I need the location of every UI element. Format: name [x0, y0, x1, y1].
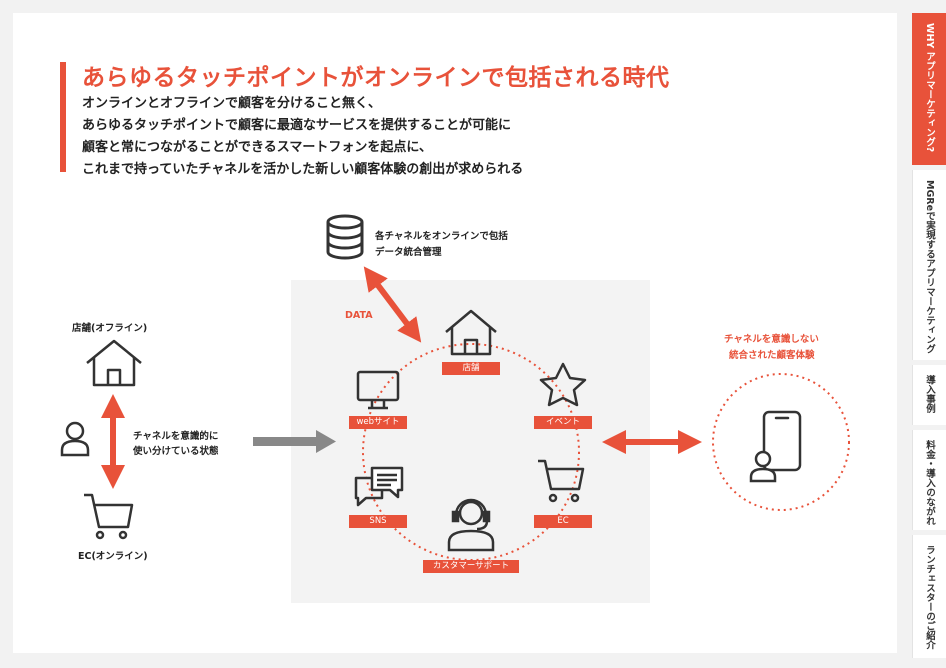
offline-store-label: 店舗(オフライン)	[72, 323, 148, 334]
store-icon	[445, 309, 497, 356]
experience-caption-line-2: 統合された顧客体験	[729, 350, 815, 361]
online-cart-icon	[84, 493, 134, 540]
smartphone-icon	[762, 410, 802, 472]
lead-line-2: あらゆるタッチポイントで顧客に最適なサービスを提供することが可能に	[82, 118, 512, 133]
data-label: DATA	[345, 310, 373, 321]
monitor-icon	[356, 370, 400, 410]
tab-mgre-app-marketing[interactable]: MGReで実現するアプリマーケティング	[912, 170, 946, 360]
transition-arrow	[253, 430, 336, 453]
tab-lanchester-intro[interactable]: ランチェスターのご紹介	[912, 535, 946, 658]
tab-case-studies[interactable]: 導入事例	[912, 365, 946, 425]
tab-why-app-marketing[interactable]: WHY アプリマーケティング?	[912, 13, 946, 165]
state-caption-line-2: 使い分けている状態	[133, 446, 219, 457]
phone-user-icon	[749, 450, 777, 483]
online-ec-label: EC(オンライン)	[78, 551, 148, 562]
headset-icon	[447, 498, 495, 552]
node-tag-web: webサイト	[349, 416, 407, 429]
node-tag-sns: SNS	[349, 515, 407, 528]
database-icon	[326, 214, 364, 260]
lead-line-1: オンラインとオフラインで顧客を分けること無く、	[82, 96, 382, 111]
db-caption-line-1: 各チャネルをオンラインで包括	[375, 231, 508, 242]
page-title: あらゆるタッチポイントがオンラインで包括される時代	[82, 65, 670, 91]
node-tag-ec: EC	[534, 515, 592, 528]
offline-store-icon	[86, 339, 142, 387]
state-caption-line-1: チャネルを意識的に	[133, 431, 219, 442]
node-tag-store: 店舗	[442, 362, 500, 375]
experience-circle	[712, 373, 850, 511]
lead-line-4: これまで持っていたチャネルを活かした新しい顧客体験の創出が求められる	[82, 162, 524, 177]
cart-icon	[538, 459, 585, 503]
node-tag-event: イベント	[534, 416, 592, 429]
db-caption-line-2: データ統合管理	[375, 247, 442, 258]
chat-icon	[354, 466, 404, 507]
lead-line-3: 顧客と常につながることができるスマートフォンを起点に、	[82, 140, 432, 155]
star-icon	[539, 362, 587, 407]
tab-pricing-flow[interactable]: 料金・導入のながれ	[912, 430, 946, 530]
experience-caption-line-1: チャネルを意識しない	[724, 334, 819, 345]
user-icon	[60, 421, 90, 457]
lead-text: オンラインとオフラインで顧客を分けること無く、 あらゆるタッチポイントで顧客に最…	[82, 93, 523, 181]
data-arrow	[363, 266, 422, 343]
side-nav: WHY アプリマーケティング? MGReで実現するアプリマーケティング 導入事例…	[912, 13, 946, 658]
node-tag-support: カスタマーサポート	[423, 560, 519, 573]
title-accent-bar	[60, 62, 66, 172]
